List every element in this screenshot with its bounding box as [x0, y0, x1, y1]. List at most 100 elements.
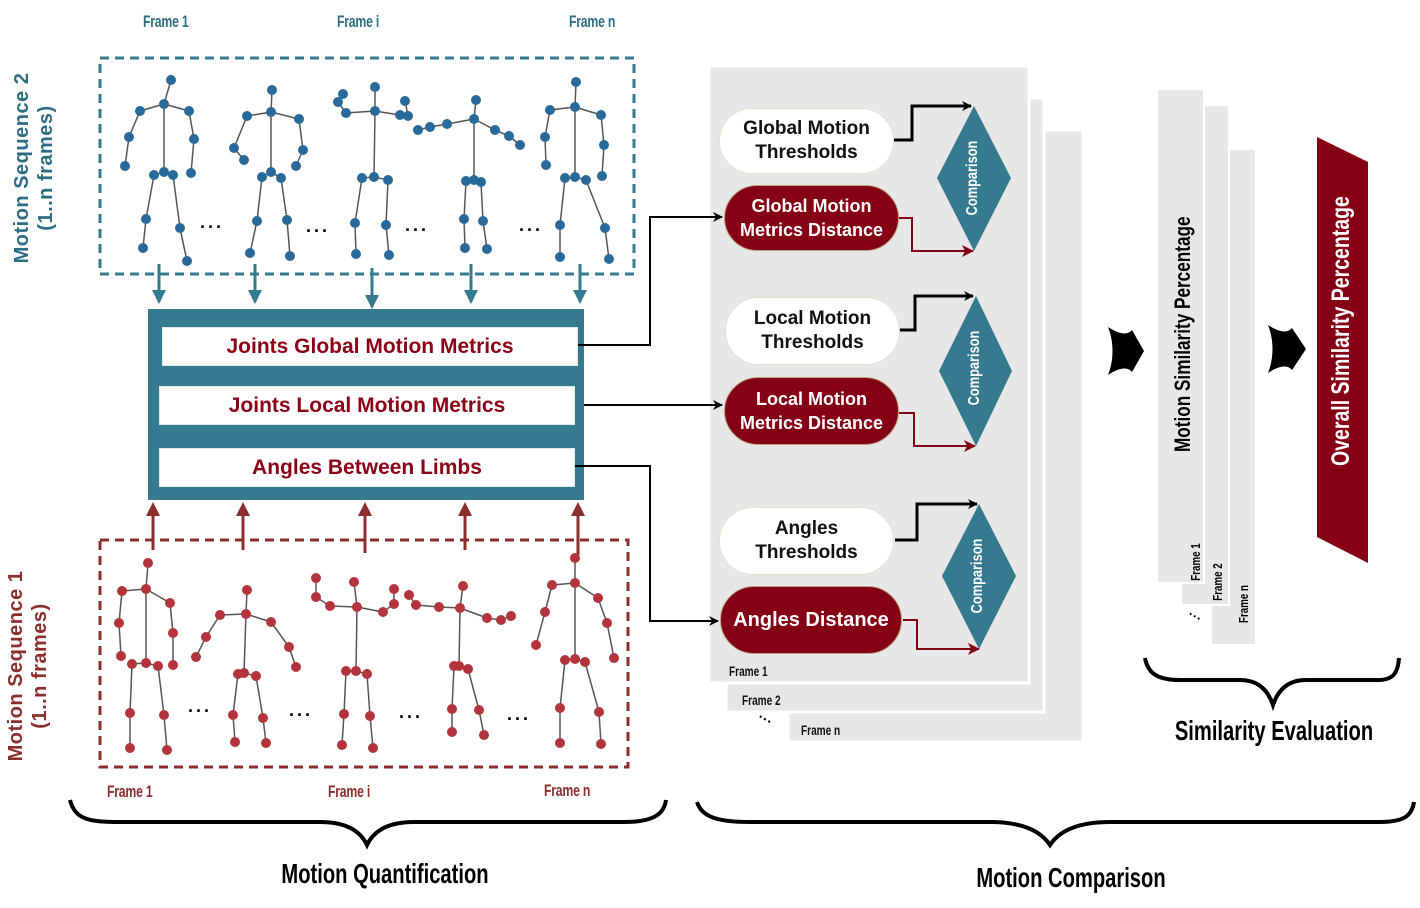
joint	[357, 173, 367, 183]
limb	[584, 661, 600, 713]
joint	[594, 707, 604, 717]
joint	[258, 713, 268, 723]
limb	[157, 665, 165, 716]
comparison-diamond-1	[937, 106, 1011, 251]
connector-global	[577, 212, 723, 346]
joint	[251, 671, 261, 681]
joint	[184, 106, 194, 116]
joint	[560, 655, 570, 665]
comparison-frame-1-label: Frame 1	[729, 663, 768, 679]
threshold-arrow-1	[894, 101, 972, 142]
joint	[141, 658, 151, 668]
seq2-frame-label-middle: Frame i	[337, 12, 380, 31]
joint	[555, 220, 565, 230]
limb	[179, 227, 188, 262]
joint	[341, 108, 351, 118]
joint	[381, 220, 391, 230]
seq1-frame-label-first: Frame 1	[107, 782, 153, 801]
seq2-ellipsis-2: ...	[306, 216, 331, 236]
threshold-line-1: Angles	[774, 518, 839, 539]
limb	[355, 606, 358, 672]
joint	[476, 177, 486, 187]
down-arrow-head	[152, 290, 166, 304]
limb	[451, 665, 455, 710]
joint	[362, 669, 372, 679]
joint	[230, 737, 240, 747]
seq1-to-metrics-arrows	[146, 502, 585, 555]
down-arrow-head	[464, 290, 478, 304]
joint	[125, 743, 135, 753]
limb	[354, 222, 357, 255]
joint	[338, 89, 348, 99]
joint	[570, 553, 580, 563]
limb	[601, 144, 605, 177]
joint	[191, 652, 201, 662]
joint	[389, 599, 399, 609]
joint	[560, 173, 570, 183]
joint	[570, 172, 580, 182]
joint	[266, 167, 276, 177]
limb	[129, 663, 133, 714]
limb	[606, 622, 615, 659]
joint	[609, 653, 619, 663]
seq1-frame-label-middle: Frame i	[328, 782, 371, 801]
limb	[341, 713, 345, 746]
stage-arrow-icon-1	[1108, 327, 1144, 375]
limb	[559, 177, 566, 226]
limb	[243, 613, 247, 674]
joint	[159, 710, 169, 720]
seq2-ellipsis-3: ...	[405, 215, 430, 235]
joint	[547, 580, 557, 590]
joint	[350, 218, 360, 228]
limb	[145, 174, 155, 220]
section-title-quantification: Motion Quantification	[281, 858, 489, 889]
evaluation-frame-2-label: Frame 2	[1210, 563, 1225, 601]
comparison-diamond-3	[942, 504, 1016, 649]
limb	[233, 115, 248, 149]
joint	[580, 657, 590, 667]
joint	[282, 215, 292, 225]
joint	[365, 711, 375, 721]
distance-arrow-3	[903, 619, 980, 655]
joint	[159, 167, 169, 177]
seq1-frame-label-last: Frame n	[544, 781, 591, 800]
stick-figure-1	[114, 558, 178, 755]
comparison-frame-2-label: Frame 2	[742, 692, 781, 708]
joint	[325, 601, 335, 611]
joint	[506, 611, 516, 621]
joint	[455, 603, 465, 613]
joint	[114, 618, 124, 628]
seq2-to-metrics-arrows	[152, 264, 587, 309]
joint	[599, 140, 609, 150]
joint	[531, 640, 541, 650]
evaluation-frame-n-label: Frame n	[1236, 585, 1251, 623]
joint	[571, 77, 581, 87]
limb	[298, 118, 304, 151]
seq2-stick-figures	[120, 75, 614, 266]
joint	[341, 666, 351, 676]
joint	[600, 223, 610, 233]
seq2-subtitle: (1..n frames)	[35, 105, 57, 231]
joint	[482, 613, 492, 623]
joint	[162, 745, 172, 755]
limb	[373, 110, 376, 178]
joint	[294, 114, 304, 124]
joint	[383, 175, 393, 185]
limb	[369, 715, 374, 749]
joint	[291, 662, 301, 672]
limb	[249, 220, 258, 254]
joint	[120, 161, 130, 171]
joint	[370, 106, 380, 116]
limb	[255, 675, 264, 719]
joint	[298, 145, 308, 155]
joint	[125, 708, 135, 718]
joint	[581, 175, 591, 185]
joint	[555, 703, 565, 713]
joint	[458, 581, 468, 591]
joint	[555, 252, 565, 262]
seq2-frame-label-first: Frame 1	[143, 12, 189, 31]
joint	[370, 82, 380, 92]
